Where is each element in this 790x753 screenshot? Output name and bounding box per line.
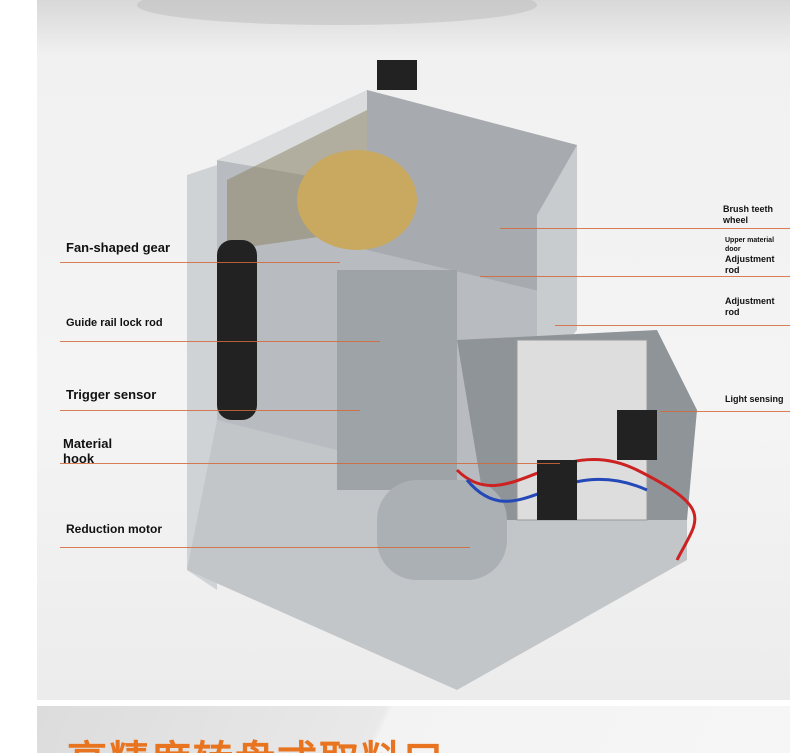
label-upper-material-door: Upper material door bbox=[725, 236, 774, 254]
hopper-side bbox=[537, 145, 577, 380]
label-fan-shaped-gear: Fan-shaped gear bbox=[66, 240, 171, 255]
title-banner: 高精度转盘式取料口 bbox=[37, 706, 790, 753]
leader-line bbox=[60, 463, 560, 464]
label-line: Adjustment bbox=[725, 296, 775, 306]
label-reduction-motor: Reduction motor bbox=[66, 522, 162, 536]
leader-line bbox=[500, 228, 790, 229]
reduction-motor bbox=[377, 480, 507, 580]
light-sensor-block bbox=[617, 410, 657, 460]
label-line: Upper material bbox=[725, 237, 775, 244]
red-wire bbox=[455, 457, 697, 561]
leader-line bbox=[60, 341, 380, 342]
label-line: hook bbox=[63, 451, 95, 466]
fan-shaped-gear bbox=[297, 150, 417, 250]
trigger-sensor-block bbox=[537, 460, 577, 520]
feeder-machine-illustration bbox=[137, 0, 697, 690]
label-trigger-sensor: Trigger sensor bbox=[66, 387, 157, 402]
label-line: Adjustment bbox=[725, 254, 775, 264]
label-line: rod bbox=[725, 307, 740, 317]
label-line: wheel bbox=[723, 215, 749, 225]
leader-line bbox=[60, 410, 360, 411]
top-shadow bbox=[137, 0, 537, 25]
label-line: rod bbox=[725, 265, 740, 275]
belt bbox=[217, 240, 257, 420]
leader-line bbox=[555, 325, 790, 326]
label-line: Material bbox=[63, 436, 113, 451]
hopper-back bbox=[367, 90, 577, 300]
banner-title: 高精度转盘式取料口 bbox=[67, 728, 445, 753]
leader-line bbox=[480, 276, 790, 277]
label-light-sensing: Light sensing bbox=[725, 394, 784, 404]
label-line: door bbox=[725, 246, 741, 253]
leader-line bbox=[60, 547, 470, 548]
mechanism-plate bbox=[337, 270, 457, 490]
label-guide-rail-lock-rod: Guide rail lock rod bbox=[66, 317, 163, 329]
label-line: Brush teeth bbox=[723, 204, 774, 214]
leader-line bbox=[60, 262, 340, 263]
leader-line bbox=[660, 411, 790, 412]
power-switch bbox=[377, 60, 417, 90]
